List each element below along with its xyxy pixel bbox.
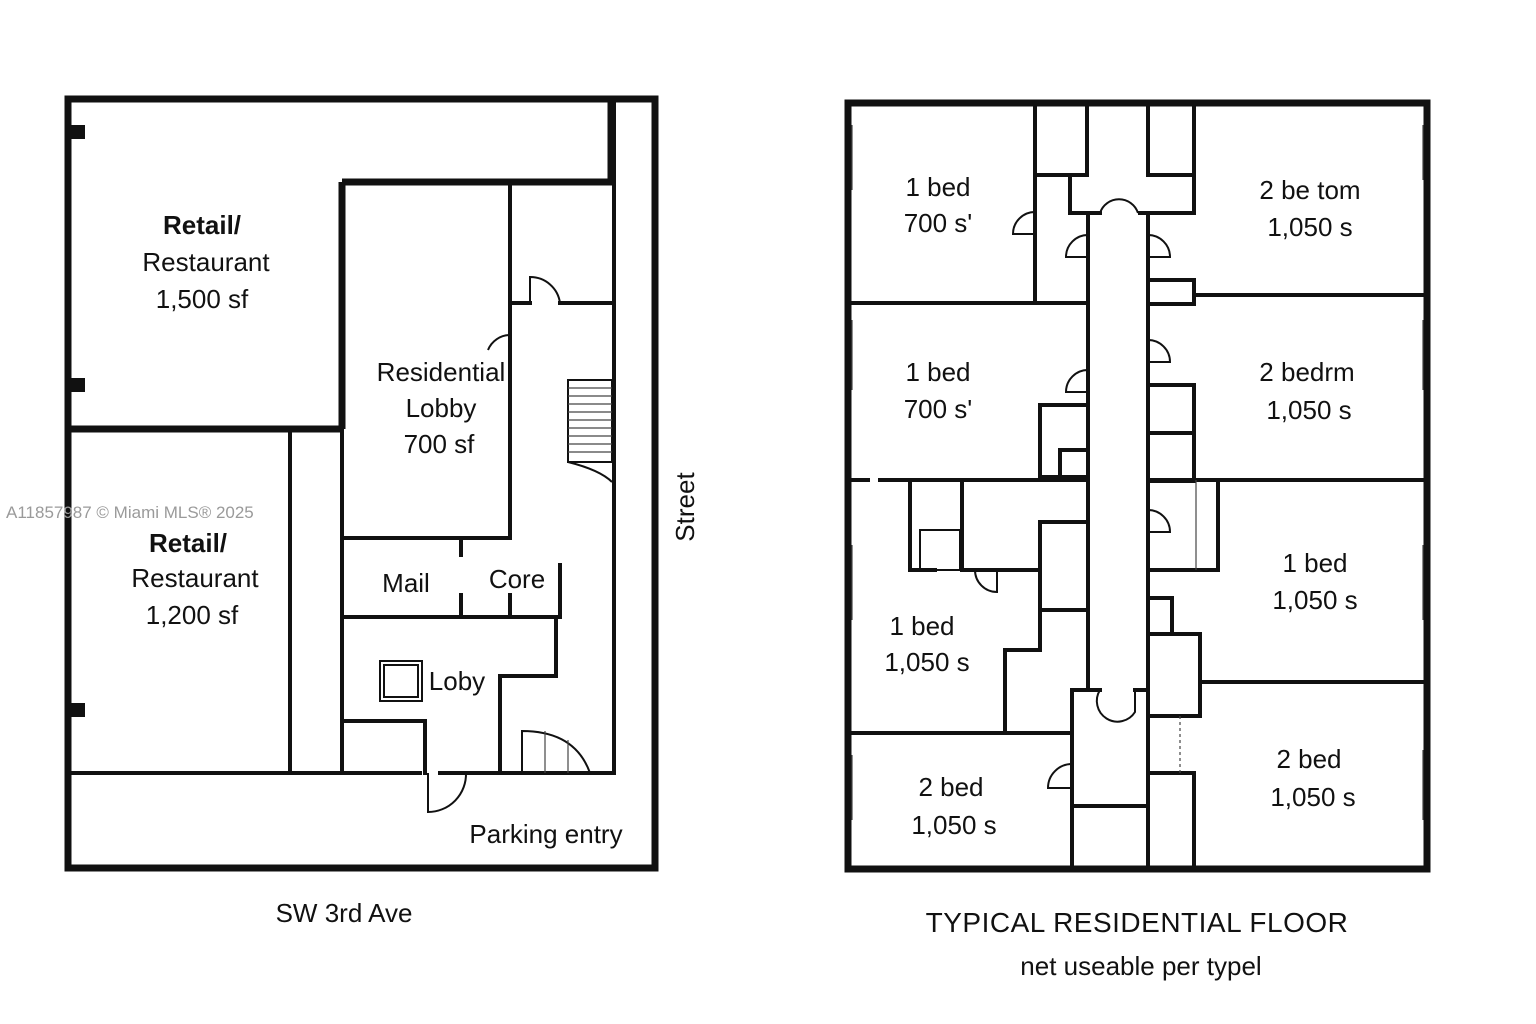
unit-area: 1,050 s <box>1272 585 1357 615</box>
room-area: 700 sf <box>404 429 476 459</box>
residential-floor-plan <box>844 99 1431 873</box>
unit-label: 1 bed <box>889 611 954 641</box>
unit-area: 1,050 s <box>1267 212 1352 242</box>
residential-floor-labels: 1 bed 700 s' 2 be tom 1,050 s 1 bed 700 … <box>884 172 1360 981</box>
unit-label: 2 bedrm <box>1259 357 1354 387</box>
stair-icon <box>567 379 613 483</box>
room-label: Retail/ <box>149 528 227 558</box>
avenue-label: SW 3rd Ave <box>276 898 413 928</box>
room-area: 1,200 sf <box>146 600 239 630</box>
room-label: Loby <box>429 666 485 696</box>
ground-floor-plan <box>64 95 659 872</box>
watermark: A11857987 © Miami MLS® 2025 <box>6 503 254 522</box>
residential-floor-title: TYPICAL RESIDENTIAL FLOOR <box>926 907 1349 938</box>
room-label: Restaurant <box>131 563 259 593</box>
elevator-icon <box>379 660 423 702</box>
parking-door-icon <box>521 729 591 774</box>
unit-label: 1 bed <box>905 172 970 202</box>
room-label: Residential <box>377 357 506 387</box>
room-label: Core <box>489 564 545 594</box>
door-swings <box>974 211 1172 789</box>
residential-floor-subtitle: net useable per typel <box>1020 951 1261 981</box>
street-label: Street <box>670 472 700 542</box>
unit-label: 1 bed <box>1282 548 1347 578</box>
unit-area: 700 s' <box>904 394 973 424</box>
room-label: Lobby <box>406 393 477 423</box>
unit-label: 2 be tom <box>1259 175 1360 205</box>
ground-floor-outline <box>64 95 659 872</box>
unit-label: 1 bed <box>905 357 970 387</box>
unit-label: 2 bed <box>1276 744 1341 774</box>
ground-floor-labels: Retail/ Restaurant 1,500 sf Retail/ Rest… <box>131 210 700 928</box>
unit-area: 1,050 s <box>911 810 996 840</box>
unit-area: 1,050 s <box>884 647 969 677</box>
unit-area: 1,050 s <box>1270 782 1355 812</box>
room-label: Mail <box>382 568 430 598</box>
room-area: 1,500 sf <box>156 284 249 314</box>
unit-area: 700 s' <box>904 208 973 238</box>
room-label: Retail/ <box>163 210 241 240</box>
room-label: Restaurant <box>142 247 270 277</box>
unit-area: 1,050 s <box>1266 395 1351 425</box>
room-label: Parking entry <box>469 819 622 849</box>
unit-label: 2 bed <box>918 772 983 802</box>
